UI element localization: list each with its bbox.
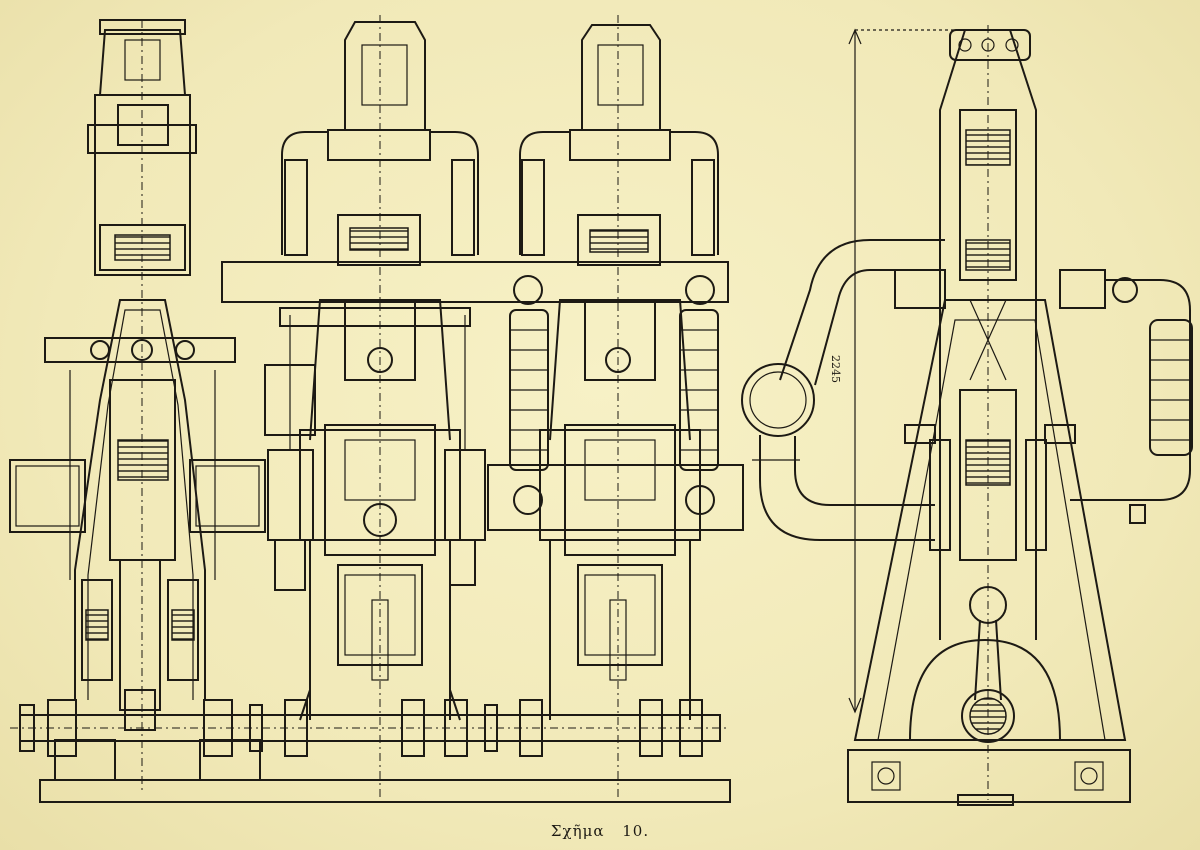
right-receiver [189, 459, 266, 533]
figure-caption: Σχῆμα 10. [0, 822, 1200, 840]
center-left-elevation-view [221, 15, 729, 800]
side-section-view [741, 25, 1193, 806]
right-curved-pipe [1070, 279, 1191, 501]
caption-number: 10. [622, 822, 650, 840]
left-receiver [9, 459, 86, 533]
center-right-elevation-view [487, 15, 744, 800]
horizontal-main-pipe [221, 261, 729, 303]
left-curved-pipe [779, 239, 945, 381]
side-base [847, 749, 1131, 803]
dimension-label: 2245 [829, 355, 842, 383]
caption-word: Σχῆμα [550, 822, 605, 840]
base-plate [39, 779, 731, 803]
left-elevation-view [9, 19, 731, 803]
rocker-beam [44, 337, 236, 363]
pipe-flange-circle [741, 363, 815, 437]
